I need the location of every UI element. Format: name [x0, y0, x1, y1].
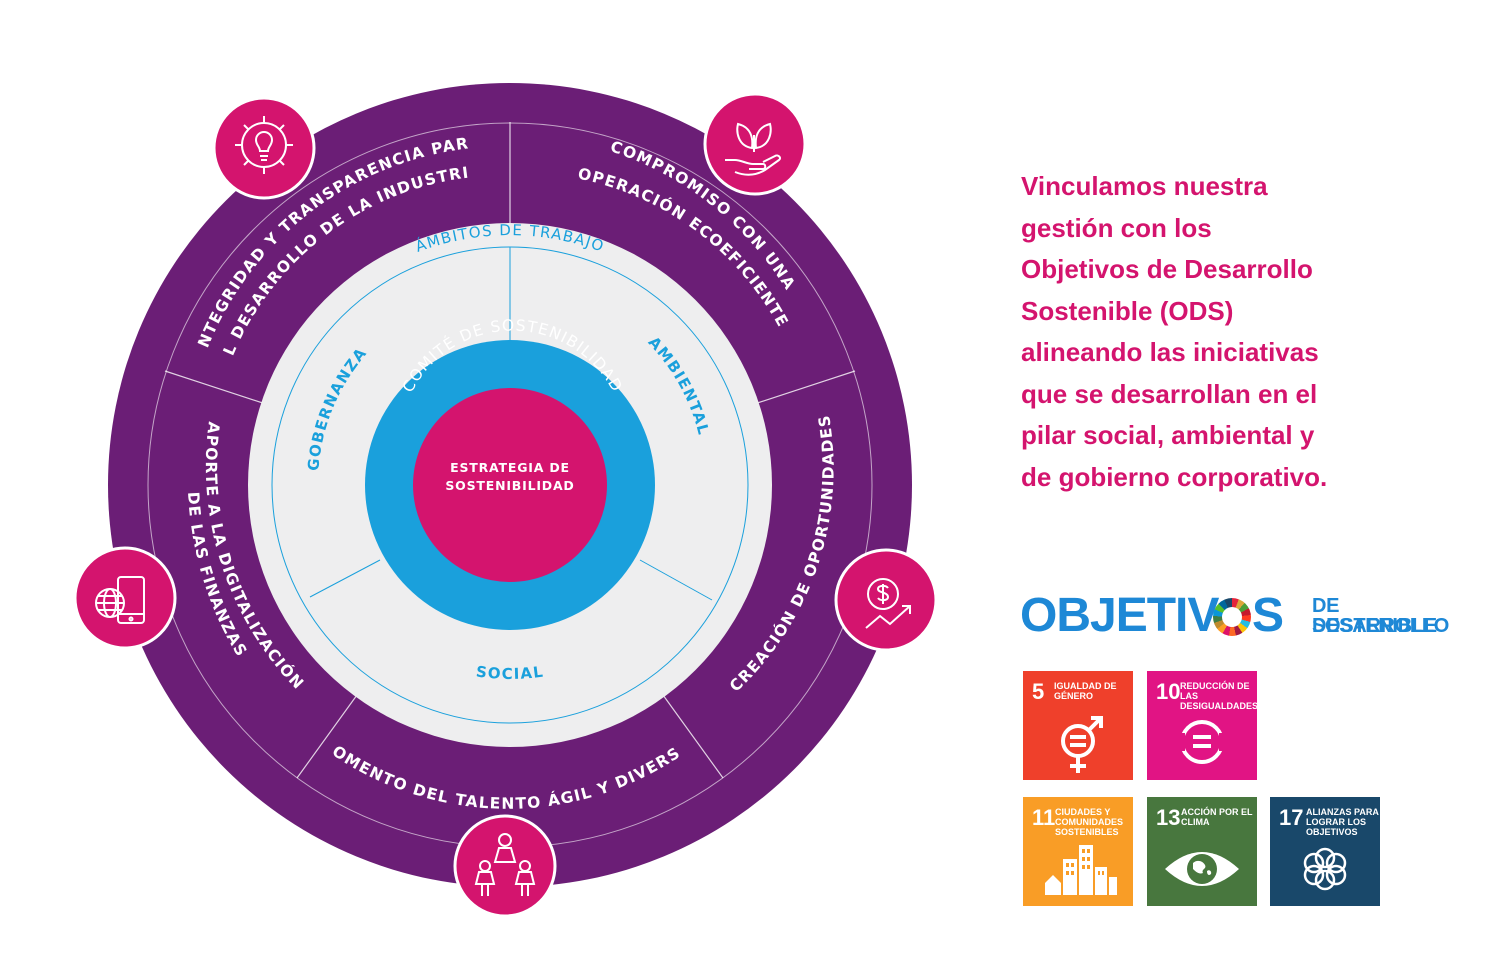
intro-line: que se desarrollan en el: [1021, 378, 1318, 409]
ambito-social: SOCIAL: [475, 662, 545, 682]
sdg-color-wheel-icon: [1213, 598, 1251, 636]
hand-leaves-icon: [703, 92, 807, 196]
sdg-title: CIUDADES Y COMUNIDADES SOSTENIBLES: [1055, 807, 1124, 837]
intro-line: Sostenible (ODS): [1021, 295, 1234, 326]
sdg-tile-13: 13 ACCIÓN POR EL CLIMA: [1147, 797, 1257, 906]
sdg-tile-17: 17 ALIANZAS PARA LOGRAR LOS OBJETIVOS: [1270, 797, 1380, 906]
sdg-number: 10: [1156, 679, 1181, 704]
core-line2: SOSTENIBILIDAD: [445, 478, 574, 493]
reduced-inequality-icon: [1177, 720, 1227, 764]
sdg-number: 11: [1032, 805, 1056, 830]
city-icon: [1045, 845, 1117, 895]
sdg-tile-10: 10 REDUCCIÓN DE LAS DESIGUALDADES: [1147, 671, 1257, 780]
sdg-tile-5: 5 IGUALDAD DE GÉNERO: [1023, 671, 1133, 780]
partnership-flower-icon: [1303, 847, 1347, 891]
sustainability-diagram: PILARES INTEGRIDAD Y TRANSPARENCIA PARA …: [73, 43, 938, 918]
people-team-icon: [453, 814, 557, 918]
core-circle: [413, 388, 607, 582]
intro-line: pilar social, ambiental y: [1021, 420, 1315, 450]
sdg-title: REDUCCIÓN DE LAS DESIGUALDADES: [1180, 681, 1257, 711]
intro-line: alineando las iniciativas: [1021, 337, 1319, 367]
pilares-label: PILARES: [471, 43, 549, 63]
intro-line: gestión con los: [1021, 212, 1212, 243]
eye-globe-icon: [1165, 852, 1239, 886]
ambitos-dividers: [309, 247, 713, 601]
sdg-number: 5: [1032, 679, 1045, 704]
intro-line: Objetivos de Desarrollo: [1021, 254, 1313, 284]
sdg-title: IGUALDAD DE GÉNERO: [1054, 681, 1117, 701]
sdg-title: ACCIÓN POR EL CLIMA: [1181, 807, 1253, 827]
dollar-growth-icon: [834, 548, 938, 652]
mobile-globe-icon: [73, 546, 177, 650]
sdg-number: 13: [1156, 805, 1181, 830]
gear-lightbulb-icon: [212, 96, 316, 200]
ods-logo-word-right: S: [1252, 589, 1284, 642]
intro-paragraph: Vinculamos nuestra gestión con los Objet…: [1021, 166, 1421, 498]
core-line1: ESTRATEGIA DE: [450, 460, 570, 475]
gender-equality-icon: [1061, 716, 1103, 773]
sdg-title: ALIANZAS PARA LOGRAR LOS OBJETIVOS: [1306, 807, 1379, 837]
ods-logo-sub2: SOSTENIBLE: [1312, 615, 1437, 637]
sdg-number: 17: [1279, 805, 1304, 830]
ods-logo: OBJETIV S DE DESARROLLO SOSTENIBLE: [1020, 590, 1460, 642]
intro-line: de gobierno corporativo.: [1021, 461, 1328, 492]
intro-line: Vinculamos nuestra: [1021, 171, 1268, 201]
ods-logo-word-left: OBJETIV: [1020, 589, 1219, 642]
sdg-tile-11: 11 CIUDADES Y COMUNIDADES SOSTENIBLES: [1023, 797, 1133, 906]
ods-logo-sub1: DE DESARROLLO: [1312, 595, 1450, 637]
